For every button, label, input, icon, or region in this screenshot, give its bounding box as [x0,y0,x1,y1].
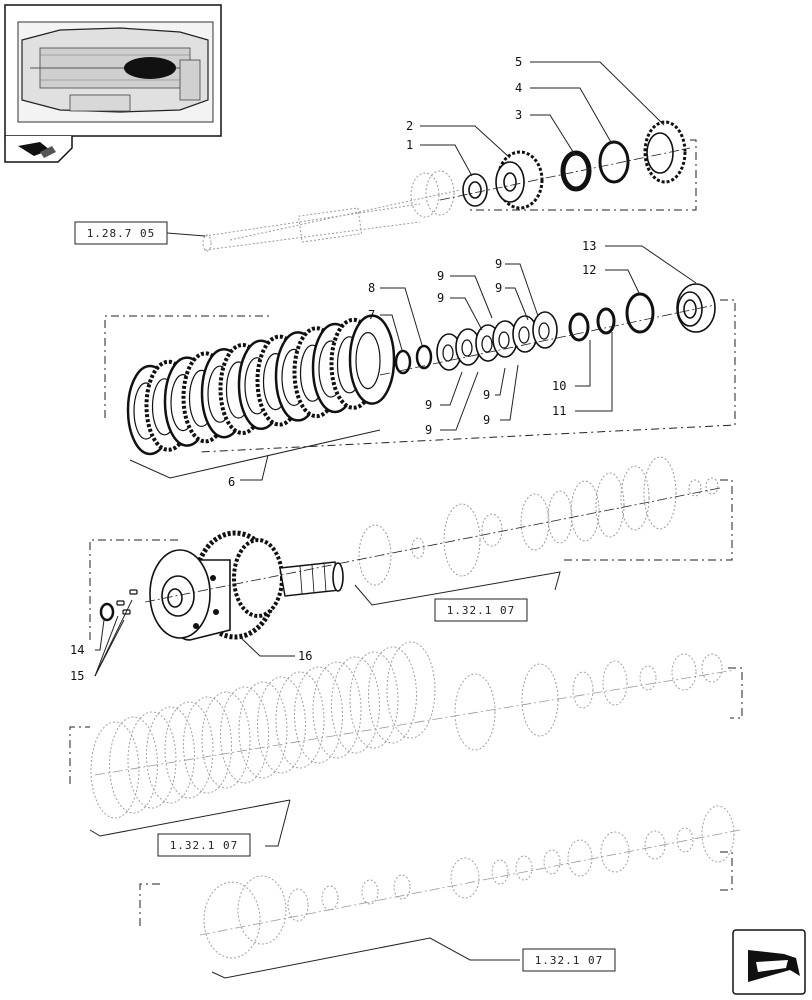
part-8-ring[interactable] [415,344,433,370]
row5-gear-train: 1.32.1 07 [139,805,741,979]
callout-9d[interactable]: 9 [495,281,502,295]
part-9-thrust-washers[interactable] [436,311,558,371]
row2-clutch-pack [104,245,736,481]
tractor-icon [18,142,56,158]
callout-9e[interactable]: 9 [425,398,432,412]
part-10-ring[interactable] [568,312,590,342]
part-6-clutch-disc-pack[interactable] [126,314,396,456]
next-page-arrow-icon[interactable] [732,929,806,995]
row3-carrier-assembly: 1.32.1 07 [89,456,733,677]
callout-9a[interactable]: 9 [437,269,444,283]
callout-14[interactable]: 14 [70,643,84,657]
callout-9g[interactable]: 9 [483,388,490,402]
callout-5[interactable]: 5 [515,55,522,69]
callout-4[interactable]: 4 [515,81,522,95]
callout-9c[interactable]: 9 [495,257,502,271]
part-12-snap-ring[interactable] [625,292,655,334]
part-16-planetary-carrier[interactable] [149,530,344,641]
part-14-ring[interactable] [99,602,115,622]
part-15-pins[interactable] [116,589,138,615]
callout-10[interactable]: 10 [552,379,566,393]
part-2-gear[interactable] [495,150,544,210]
row4-clutch-assembly: 1.32.1 07 [69,641,743,857]
callout-labels: 1 2 3 4 5 6 7 8 9 9 9 9 9 9 9 9 10 11 12… [70,55,596,683]
part-7-ring[interactable] [394,349,412,375]
row1-shaft-assembly: 1.28.7 05 [74,61,697,252]
thumbnail-panel[interactable] [4,4,222,163]
part-11-ring[interactable] [596,307,616,335]
reference-box-mid1[interactable]: 1.32.1 07 [434,598,528,622]
reference-box-bottom[interactable]: 1.32.1 07 [522,948,616,972]
callout-13[interactable]: 13 [582,239,596,253]
callout-6[interactable]: 6 [228,475,235,489]
svg-text:1.32.1 07: 1.32.1 07 [535,954,604,967]
callout-8[interactable]: 8 [368,281,375,295]
callout-3[interactable]: 3 [515,108,522,122]
svg-text:1.28.7 05: 1.28.7 05 [87,227,156,240]
callout-1[interactable]: 1 [406,138,413,152]
part-4-snap-ring[interactable] [598,140,630,184]
callout-11[interactable]: 11 [552,404,566,418]
transmission-thumbnail-icon [17,21,214,123]
callout-16[interactable]: 16 [298,649,312,663]
callout-7[interactable]: 7 [368,308,375,322]
callout-15[interactable]: 15 [70,669,84,683]
part-1-bearing[interactable] [462,173,488,207]
part-5-synchro-ring[interactable] [643,120,687,184]
callout-12[interactable]: 12 [582,263,596,277]
svg-text:1.32.1 07: 1.32.1 07 [170,839,239,852]
callout-9b[interactable]: 9 [437,291,444,305]
part-13-bearing[interactable] [676,283,716,333]
part-3-snap-ring[interactable] [560,150,592,192]
callout-9f[interactable]: 9 [425,423,432,437]
reference-box-mid2[interactable]: 1.32.1 07 [157,833,251,857]
svg-text:1.32.1 07: 1.32.1 07 [447,604,516,617]
callout-9h[interactable]: 9 [483,413,490,427]
callout-2[interactable]: 2 [406,119,413,133]
reference-box-top[interactable]: 1.28.7 05 [74,221,206,245]
